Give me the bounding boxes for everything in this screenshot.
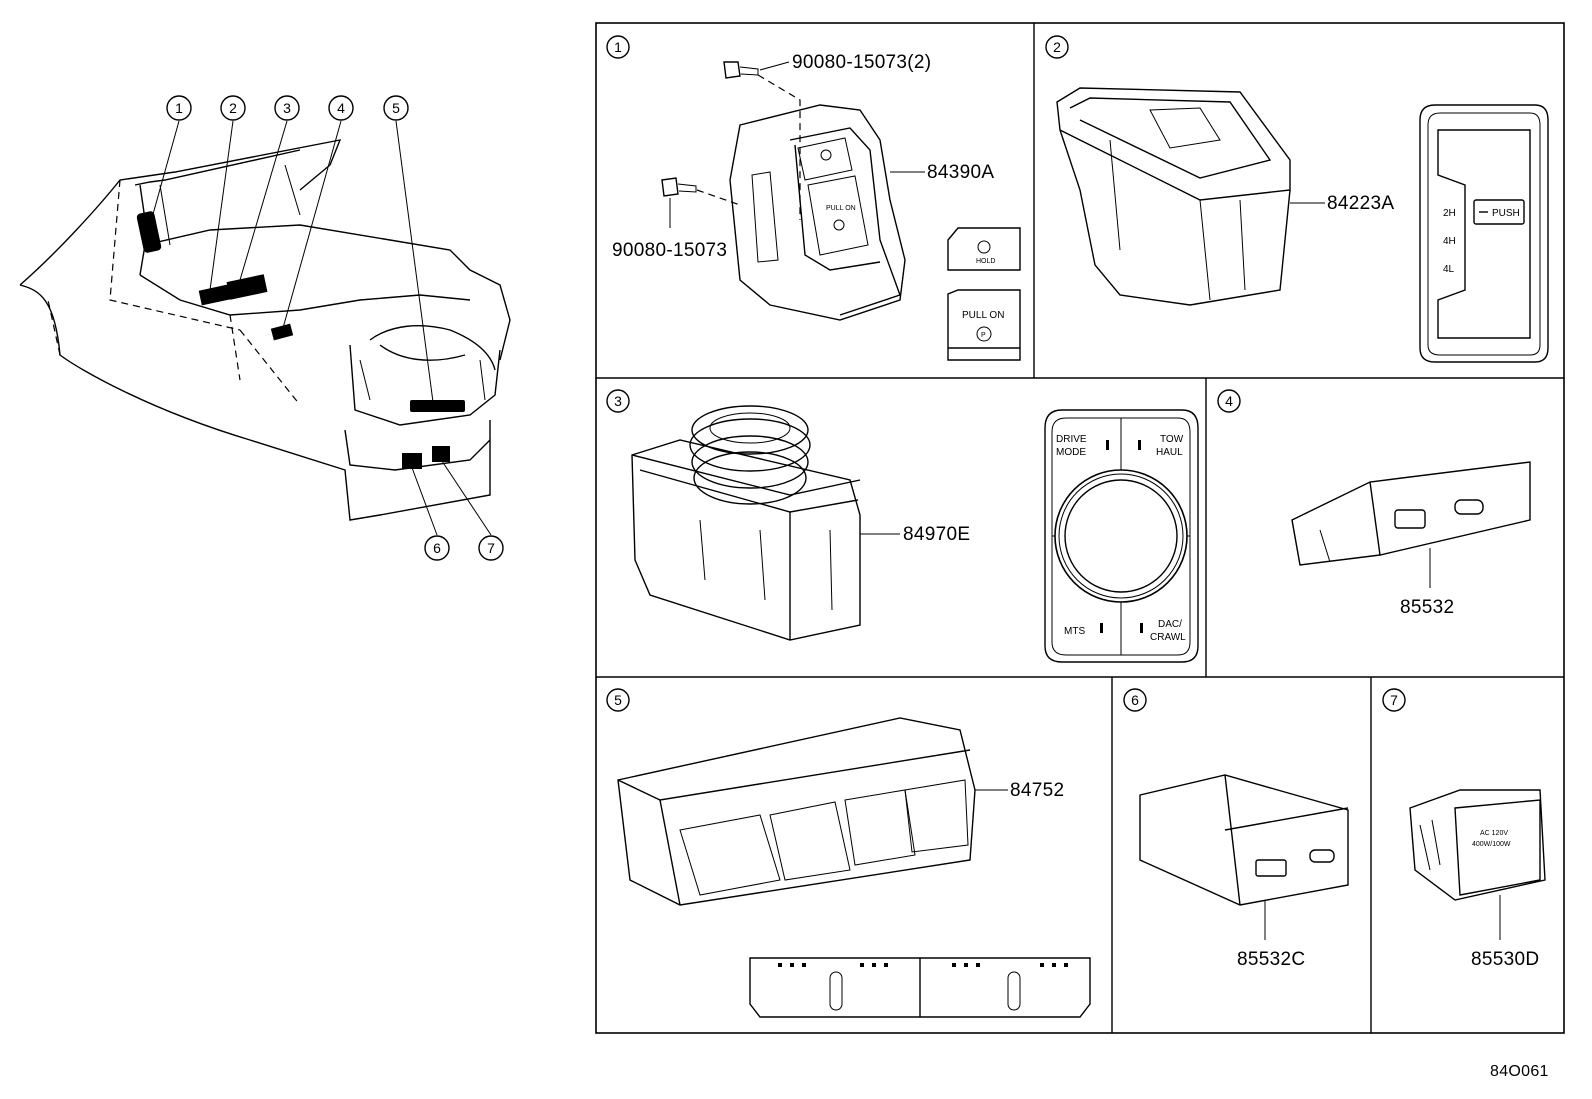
ac-wattage-label: 400W/100W — [1472, 841, 1511, 848]
dac-crawl-label-2: CRAWL — [1150, 632, 1186, 643]
transfer-faceplate: PUSH 2H 4H 4L — [1419, 104, 1549, 363]
hold-button-inset: HOLD — [947, 227, 1021, 271]
drive-mode-label-2: MODE — [1056, 447, 1086, 458]
panel-number: 4 — [1225, 393, 1233, 409]
tow-haul-label-2: HAUL — [1156, 447, 1183, 458]
part-number-85530D: 85530D — [1471, 949, 1539, 970]
panel-5: 5 84752 — [606, 688, 1091, 1018]
callout-1: 1 — [166, 95, 192, 121]
panel-number: 5 — [614, 692, 622, 708]
panel-1: 1 90080-15073(2) 90080-15073 PULL ON 843… — [606, 35, 1021, 361]
ac-120v-label: AC 120V — [1480, 830, 1508, 837]
panel-2: 2 84223A PUSH 2H 4H 4L — [1045, 35, 1549, 363]
tow-haul-label-1: TOW — [1160, 434, 1184, 445]
callout-label: 6 — [433, 540, 441, 556]
callout-6: 6 — [424, 535, 450, 561]
4l-label: 4L — [1443, 264, 1455, 275]
part-number-84390A: 84390A — [927, 162, 994, 183]
screw-top — [723, 61, 759, 79]
screw-left — [661, 177, 697, 197]
callout-7: 7 — [478, 535, 504, 561]
pull-on-button-inset: PULL ON P — [947, 289, 1021, 361]
hold-label: HOLD — [976, 258, 995, 265]
panel-4: 4 85532 — [1217, 389, 1531, 618]
panel-7: 7 AC 120V 400W/100W 85530D — [1382, 688, 1546, 970]
4h-label: 4H — [1443, 236, 1456, 247]
callout-label: 3 — [283, 100, 291, 116]
callout-label: 2 — [229, 100, 237, 116]
drive-mode-label-1: DRIVE — [1056, 434, 1087, 445]
svg-text:P: P — [981, 332, 986, 339]
callout-label: 7 — [487, 540, 495, 556]
dac-crawl-label-1: DAC/ — [1158, 619, 1182, 630]
panel-number: 2 — [1053, 39, 1061, 55]
callout-5: 5 — [383, 95, 409, 121]
panel-number: 1 — [614, 39, 622, 55]
pull-on-label-small: PULL ON — [826, 205, 856, 212]
drive-mode-faceplate: DRIVE MODE TOW HAUL MTS DAC/ CRAWL — [1044, 409, 1199, 663]
console-overview — [19, 120, 511, 536]
callout-label: 5 — [392, 100, 400, 116]
pull-on-label: PULL ON — [962, 310, 1004, 321]
callout-3: 3 — [274, 95, 300, 121]
figure-code: 84O061 — [1490, 1063, 1549, 1080]
part-number-85532: 85532 — [1400, 597, 1454, 618]
part-number-84223A: 84223A — [1327, 193, 1394, 214]
part-number-84752: 84752 — [1010, 780, 1064, 801]
mts-label: MTS — [1064, 626, 1085, 637]
push-label: PUSH — [1492, 208, 1520, 219]
part-number-85532C: 85532C — [1237, 949, 1305, 970]
callout-label: 1 — [175, 100, 183, 116]
panel-number: 6 — [1131, 692, 1139, 708]
callout-label: 4 — [337, 100, 345, 116]
panel-3: 3 84970E DRIVE MODE TOW HAUL MTS DAC/ CR — [606, 389, 1199, 663]
panel-number: 7 — [1390, 692, 1398, 708]
callout-4: 4 — [328, 95, 354, 121]
part-number-84970E: 84970E — [903, 524, 970, 545]
panel-6: 6 85532C — [1123, 688, 1349, 970]
part-number-screw: 90080-15073 — [612, 240, 727, 261]
2h-label: 2H — [1443, 208, 1456, 219]
part-number-screw-2: 90080-15073(2) — [792, 52, 931, 73]
callout-2: 2 — [220, 95, 246, 121]
seat-heater-inset — [749, 957, 1091, 1018]
panel-number: 3 — [614, 393, 622, 409]
